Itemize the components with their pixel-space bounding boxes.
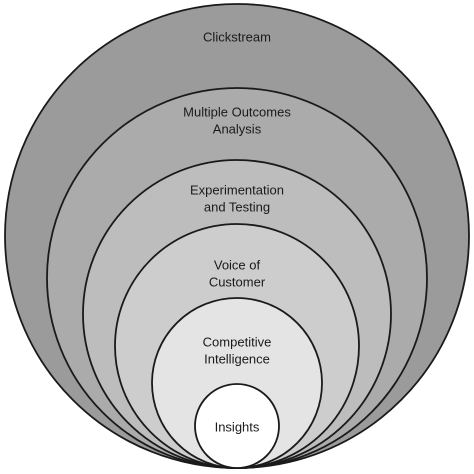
label-multiple-outcomes-analysis-line-2: Analysis — [213, 121, 262, 136]
ring-insights — [194, 383, 280, 469]
label-clickstream-line-1: Clickstream — [203, 29, 271, 44]
label-voice-of-customer-line-1: Voice of — [214, 257, 261, 272]
label-experimentation-and-testing-line-2: and Testing — [204, 199, 270, 214]
label-competitive-intelligence-line-2: Intelligence — [204, 351, 270, 366]
label-insights-line-1: Insights — [215, 419, 260, 434]
label-voice-of-customer-line-2: Customer — [209, 274, 266, 289]
label-competitive-intelligence-line-1: Competitive — [203, 334, 272, 349]
label-multiple-outcomes-analysis-line-1: Multiple Outcomes — [183, 104, 291, 119]
label-experimentation-and-testing-line-1: Experimentation — [190, 182, 284, 197]
